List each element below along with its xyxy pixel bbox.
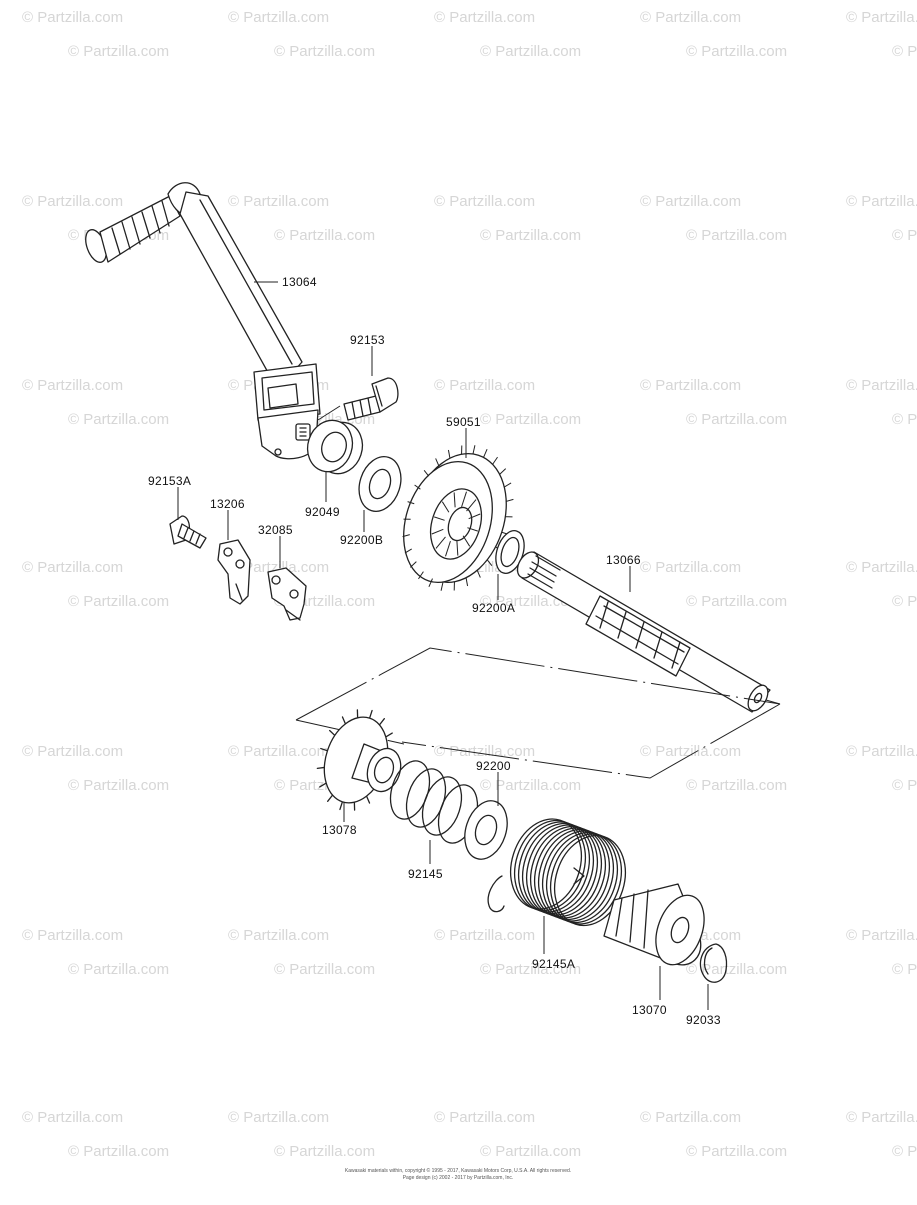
watermark-text: © Partzilla.com bbox=[846, 377, 917, 394]
watermark-text: © Partzilla.com bbox=[480, 227, 581, 244]
watermark-text: © Partzilla.com bbox=[892, 777, 917, 794]
watermark-text: © Partzilla.com bbox=[892, 227, 917, 244]
watermark-text: © Partzilla.com bbox=[274, 227, 375, 244]
watermark-text: © Partzilla.com bbox=[846, 1109, 917, 1126]
watermark-text: © Partzilla.com bbox=[892, 1143, 917, 1160]
copyright-notice: Kawasaki materials within, copyright © 1… bbox=[345, 1167, 571, 1181]
watermark-text: © Partzilla.com bbox=[846, 559, 917, 576]
label-59051[interactable]: 59051 bbox=[446, 415, 481, 429]
copyright-line-1: Kawasaki materials within, copyright © 1… bbox=[345, 1167, 571, 1174]
watermark-text: © Partzilla.com bbox=[686, 43, 787, 60]
watermark-text: © Partzilla.com bbox=[22, 927, 123, 944]
watermark-text: © Partzilla.com bbox=[892, 593, 917, 610]
label-32085[interactable]: 32085 bbox=[258, 523, 293, 537]
washer-92200B-drawing bbox=[352, 451, 407, 517]
watermark-text: © Partzilla.com bbox=[228, 9, 329, 26]
watermark-text: © Partzilla.com bbox=[480, 777, 581, 794]
watermark-text: © Partzilla.com bbox=[228, 1109, 329, 1126]
watermark-text: © Partzilla.com bbox=[846, 743, 917, 760]
label-92153A[interactable]: 92153A bbox=[148, 474, 191, 488]
label-92145[interactable]: 92145 bbox=[408, 867, 443, 881]
label-92153[interactable]: 92153 bbox=[350, 333, 385, 347]
watermark-text: © Partzilla.com bbox=[228, 743, 329, 760]
stopper-13206-drawing bbox=[218, 540, 250, 604]
label-92049[interactable]: 92049 bbox=[305, 505, 340, 519]
watermark-text: © Partzilla.com bbox=[640, 9, 741, 26]
bolt-92153A-drawing bbox=[170, 516, 206, 548]
watermark-text: © Partzilla.com bbox=[68, 43, 169, 60]
watermark-text: © Partzilla.com bbox=[434, 743, 535, 760]
label-92033[interactable]: 92033 bbox=[686, 1013, 721, 1027]
watermark-text: © Partzilla.com bbox=[22, 9, 123, 26]
copyright-line-2: Page design (c) 2002 - 2017 by Partzilla… bbox=[403, 1175, 514, 1181]
watermark-text: © Partzilla.com bbox=[686, 593, 787, 610]
watermark-text: © Partzilla.com bbox=[22, 377, 123, 394]
watermark-text: © Partzilla.com bbox=[22, 743, 123, 760]
label-13070[interactable]: 13070 bbox=[632, 1003, 667, 1017]
watermark-text: © Partzilla.com bbox=[274, 961, 375, 978]
watermark-text: © Partzilla.com bbox=[892, 43, 917, 60]
watermark-text: © Partzilla.com bbox=[846, 927, 917, 944]
bolt-92153-drawing bbox=[344, 378, 398, 420]
watermark-text: © Partzilla.com bbox=[22, 193, 123, 210]
watermark-text: © Partzilla.com bbox=[68, 1143, 169, 1160]
watermark-text: © Partzilla.com bbox=[22, 1109, 123, 1126]
watermark-text: © Partzilla.com bbox=[686, 227, 787, 244]
watermark-text: © Partzilla.com bbox=[640, 1109, 741, 1126]
watermark-text: © Partzilla.com bbox=[22, 559, 123, 576]
washer-92200-drawing bbox=[458, 795, 515, 864]
watermark-text: © Partzilla.com bbox=[846, 193, 917, 210]
watermark-text: © Partzilla.com bbox=[640, 193, 741, 210]
watermark-text: © Partzilla.com bbox=[640, 743, 741, 760]
label-13064[interactable]: 13064 bbox=[282, 275, 317, 289]
watermark-text: © Partzilla.com bbox=[274, 43, 375, 60]
watermark-text: © Partzilla.com bbox=[228, 193, 329, 210]
watermark-text: © Partzilla.com bbox=[434, 193, 535, 210]
watermark-text: © Partzilla.com bbox=[434, 927, 535, 944]
watermark-text: © Partzilla.com bbox=[434, 377, 535, 394]
label-92145A[interactable]: 92145A bbox=[532, 957, 575, 971]
watermark-text: © Partzilla.com bbox=[480, 43, 581, 60]
label-13078[interactable]: 13078 bbox=[322, 823, 357, 837]
watermark-text: © Partzilla.com bbox=[434, 9, 535, 26]
watermark-text: © Partzilla.com bbox=[892, 961, 917, 978]
watermark-text: © Partzilla.com bbox=[480, 1143, 581, 1160]
label-13206[interactable]: 13206 bbox=[210, 497, 245, 511]
label-92200B[interactable]: 92200B bbox=[340, 533, 383, 547]
watermark-text: © Partzilla.com bbox=[68, 593, 169, 610]
watermark-text: © Partzilla.com bbox=[846, 9, 917, 26]
watermark-layer: © Partzilla.com © Partzilla.com © Partzill… bbox=[22, 9, 917, 1160]
watermark-text: © Partzilla.com bbox=[274, 1143, 375, 1160]
watermark-text: © Partzilla.com bbox=[686, 777, 787, 794]
watermark-text: © Partzilla.com bbox=[68, 777, 169, 794]
watermark-text: © Partzilla.com bbox=[892, 411, 917, 428]
watermark-text: © Partzilla.com bbox=[640, 559, 741, 576]
watermark-text: © Partzilla.com bbox=[68, 961, 169, 978]
gear-13078-drawing bbox=[314, 709, 406, 811]
label-92200[interactable]: 92200 bbox=[476, 759, 511, 773]
watermark-text: © Partzilla.com bbox=[68, 411, 169, 428]
label-92200A[interactable]: 92200A bbox=[472, 601, 515, 615]
watermark-text: © Partzilla.com bbox=[228, 927, 329, 944]
watermark-text: © Partzilla.com bbox=[686, 411, 787, 428]
watermark-text: © Partzilla.com bbox=[434, 1109, 535, 1126]
watermark-text: © Partzilla.com bbox=[686, 1143, 787, 1160]
label-13066[interactable]: 13066 bbox=[606, 553, 641, 567]
watermark-text: © Partzilla.com bbox=[480, 411, 581, 428]
watermark-text: © Partzilla.com bbox=[640, 377, 741, 394]
